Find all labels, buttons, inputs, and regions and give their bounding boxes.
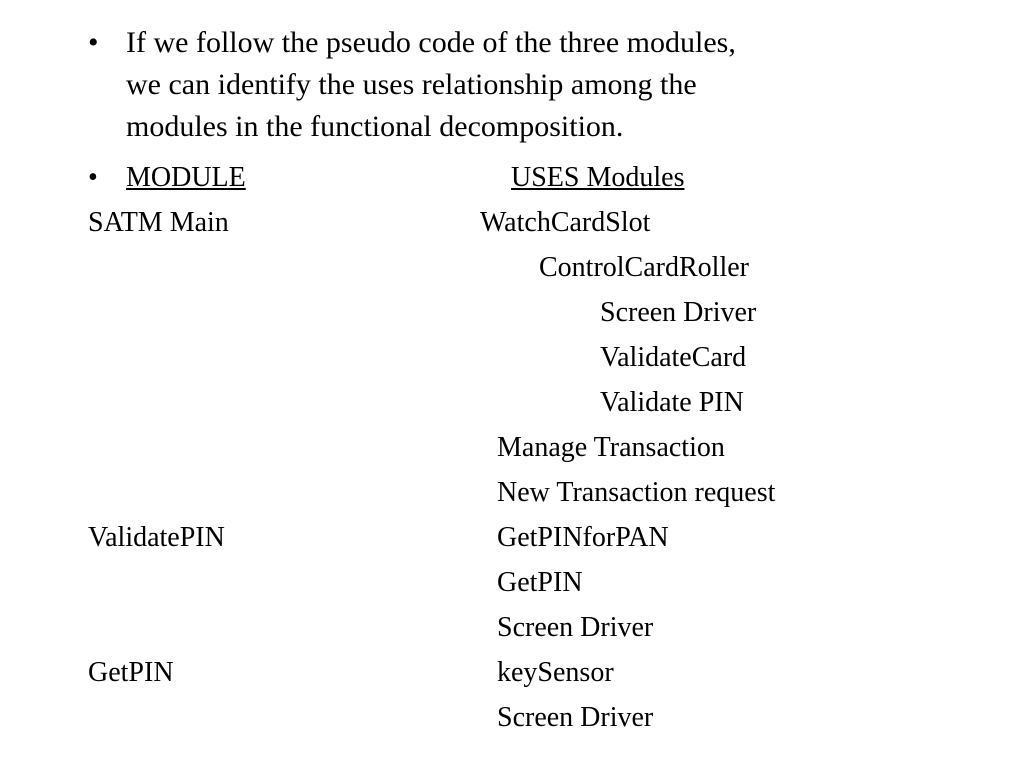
uses-item: keySensor [497,657,614,688]
bullet-icon: • [88,26,99,59]
intro-bullet-item: • If we follow the pseudo code of the th… [88,22,1008,152]
uses-item: ValidateCard [600,342,747,373]
uses-item: New Transaction request [497,477,776,508]
uses-item: WatchCardSlot [480,207,651,238]
uses-item: Validate PIN [600,387,744,418]
module-name: GetPIN [88,657,174,688]
uses-item: GetPINforPAN [497,522,669,553]
intro-line: we can identify the uses relationship am… [126,68,697,101]
uses-item: Screen Driver [497,612,654,643]
module-name: ValidatePIN [88,522,225,553]
uses-item: ControlCardRoller [539,252,749,283]
table-header: • MODULE USES Modules [88,157,988,199]
intro-paragraph: If we follow the pseudo code of the thre… [126,22,966,148]
intro-line: modules in the functional decomposition. [126,110,624,143]
uses-item: Screen Driver [497,702,654,733]
uses-item: GetPIN [497,567,583,598]
module-column-header: MODULE [126,162,246,193]
bullet-icon: • [88,162,98,193]
uses-item: Screen Driver [600,297,757,328]
uses-item: Manage Transaction [497,432,725,463]
uses-column-header: USES Modules [511,162,685,193]
intro-line: If we follow the pseudo code of the thre… [126,26,736,59]
module-name: SATM Main [88,207,229,238]
